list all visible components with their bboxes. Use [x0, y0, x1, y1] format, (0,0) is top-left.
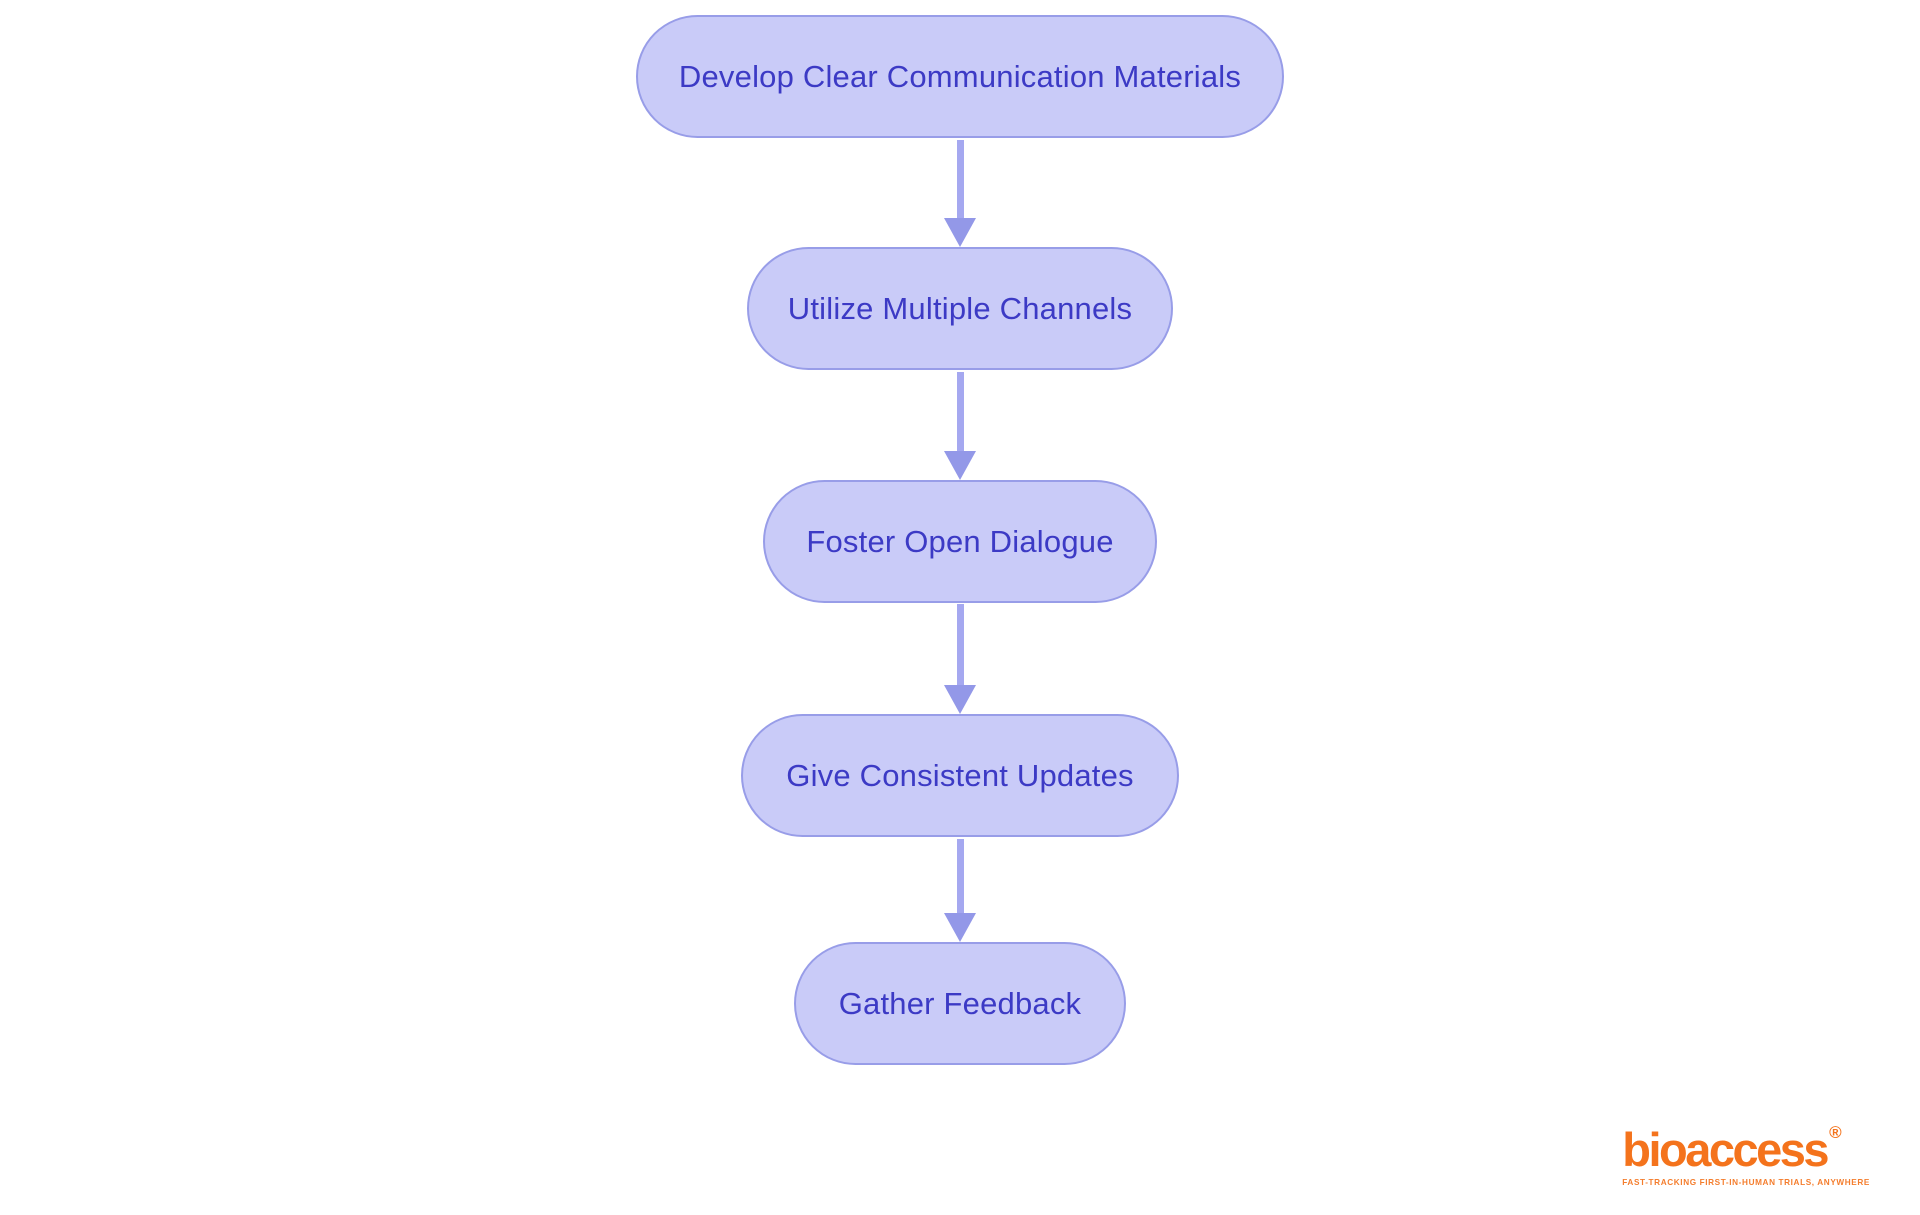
bioaccess-logo: bioaccess ® FAST-TRACKING FIRST-IN-HUMAN…: [1622, 1122, 1870, 1187]
arrowhead-icon: [944, 218, 976, 247]
arrow-shaft: [956, 372, 964, 451]
arrow-shaft: [956, 140, 964, 218]
logo-wordmark-row: bioaccess ®: [1622, 1122, 1870, 1176]
flow-node-label: Develop Clear Communication Materials: [678, 58, 1242, 94]
flow-arrow-4: [944, 839, 976, 942]
flow-arrow-1: [944, 140, 976, 247]
arrowhead-icon: [944, 451, 976, 480]
flow-node-develop-clear-communication-materials: Develop Clear Communication Materials: [636, 15, 1284, 138]
flow-node-label: Give Consistent Updates: [786, 757, 1134, 793]
flow-node-give-consistent-updates: Give Consistent Updates: [741, 714, 1179, 837]
flow-node-label: Utilize Multiple Channels: [787, 290, 1133, 326]
flow-node-label: Foster Open Dialogue: [806, 523, 1114, 559]
registered-trademark-symbol: ®: [1829, 1122, 1842, 1142]
arrow-shaft: [956, 604, 964, 685]
flow-node-utilize-multiple-channels: Utilize Multiple Channels: [747, 247, 1173, 370]
logo-tagline: FAST-TRACKING FIRST-IN-HUMAN TRIALS, ANY…: [1622, 1177, 1870, 1187]
arrow-shaft: [956, 839, 964, 913]
flow-arrow-2: [944, 372, 976, 480]
logo-wordmark: bioaccess: [1622, 1122, 1829, 1176]
arrowhead-icon: [944, 913, 976, 942]
flow-node-gather-feedback: Gather Feedback: [794, 942, 1126, 1065]
arrowhead-icon: [944, 685, 976, 714]
flow-arrow-3: [944, 604, 976, 714]
flow-node-label: Gather Feedback: [838, 985, 1082, 1021]
flow-node-foster-open-dialogue: Foster Open Dialogue: [763, 480, 1157, 603]
